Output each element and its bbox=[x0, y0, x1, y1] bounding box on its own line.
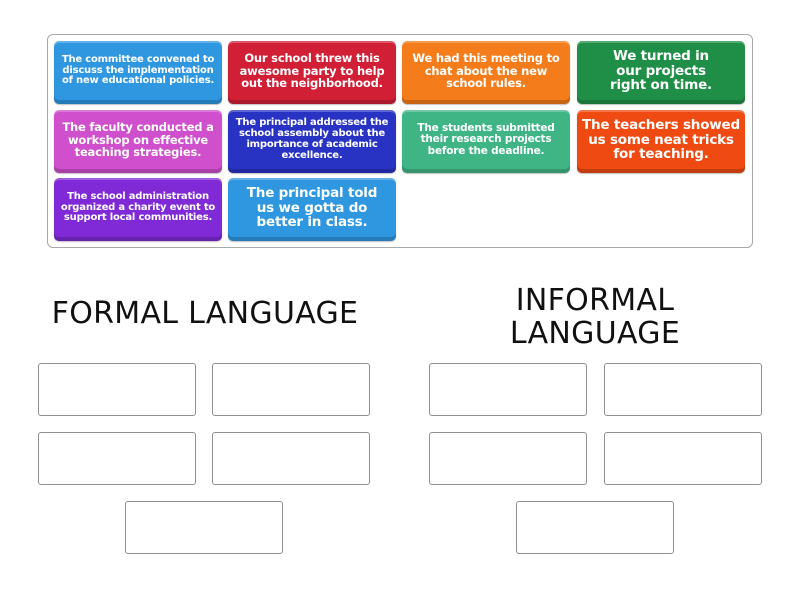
drop-zone-informal[interactable] bbox=[429, 432, 587, 485]
draggable-card[interactable]: The students submitted their research pr… bbox=[402, 110, 570, 173]
draggable-card[interactable]: The principal addressed the school assem… bbox=[228, 110, 396, 173]
drop-zone-formal[interactable] bbox=[212, 363, 370, 416]
draggable-card[interactable]: The faculty conducted a workshop on effe… bbox=[54, 110, 222, 173]
drop-zone-informal[interactable] bbox=[516, 501, 674, 554]
drop-zone-informal[interactable] bbox=[604, 363, 762, 416]
drop-zone-formal[interactable] bbox=[38, 363, 196, 416]
group-heading-informal: INFORMAL LANGUAGE bbox=[509, 283, 681, 351]
drop-zone-formal[interactable] bbox=[212, 432, 370, 485]
draggable-card[interactable]: The teachers showed us some neat tricks … bbox=[577, 110, 745, 173]
draggable-card[interactable]: We had this meeting to chat about the ne… bbox=[402, 41, 570, 104]
drop-zone-informal[interactable] bbox=[604, 432, 762, 485]
group-heading-formal: FORMAL LANGUAGE bbox=[51, 296, 359, 331]
draggable-card[interactable]: Our school threw this awesome party to h… bbox=[228, 41, 396, 104]
draggable-card[interactable]: We turned in our projects right on time. bbox=[577, 41, 745, 104]
drop-zone-formal[interactable] bbox=[38, 432, 196, 485]
draggable-card[interactable]: The school administration organized a ch… bbox=[54, 178, 222, 241]
drop-zone-formal[interactable] bbox=[125, 501, 283, 554]
draggable-card[interactable]: The principal told us we gotta do better… bbox=[228, 178, 396, 241]
drop-zone-informal[interactable] bbox=[429, 363, 587, 416]
draggable-card[interactable]: The committee convened to discuss the im… bbox=[54, 41, 222, 104]
